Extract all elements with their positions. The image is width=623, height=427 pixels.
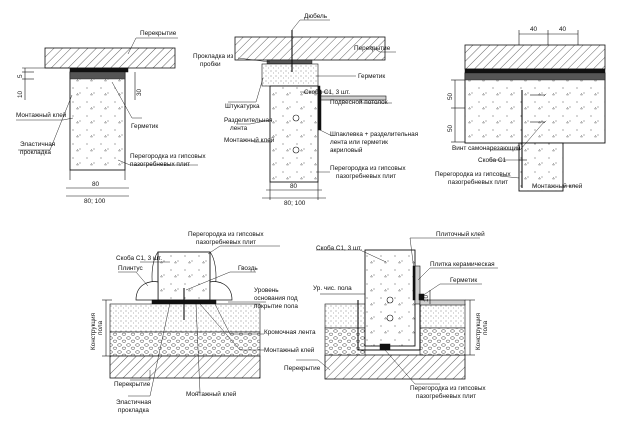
detail-1-label-peregorodka-1: Перегородка из гипсовых: [130, 153, 206, 160]
detail-4-label-uroven-3: покрытие пола: [254, 303, 298, 310]
detail-5-label-konstr-1: Конструкция: [475, 312, 482, 350]
detail-3-label-peregorodka-1: Перегородка из гипсовых: [435, 171, 511, 178]
detail-1-ceiling-junction: 5 10 30 80 80; 100 Перекрытие Герметик М…: [16, 30, 206, 205]
detail-2-label-perekrytie: Перекрытие: [354, 45, 391, 52]
detail-2-label-montazhny-klei: Монтажный клей: [224, 136, 275, 144]
detail-2-label-shpaklevka-3: акриловый: [330, 146, 363, 154]
detail-3-t-junction: 40 40 50 50 Винт самонарезающий Скоба С1…: [435, 26, 606, 192]
detail-1-label-germetik: Герметик: [131, 123, 158, 130]
detail-2-label-razdel-1: Разделительная: [224, 117, 273, 124]
detail-3-dim-50b: 50: [447, 124, 454, 132]
detail-5-floor-junction-tile: 10 Конструкция пола Ур. чис. пола Скоба …: [284, 230, 498, 400]
detail-5-tile-adhesive: [412, 265, 416, 301]
detail-4-label-kromochnaya: Кромочная лента: [264, 329, 316, 336]
detail-4-floor-slab: [109, 355, 261, 379]
detail-4-label-konstr-1: Конструкция: [90, 312, 97, 350]
detail-3-dim-50a: 50: [447, 92, 454, 100]
detail-1-dim-10: 10: [17, 90, 24, 98]
detail-1-label-elastichnaya-1: Эластичная: [20, 141, 56, 148]
detail-1-elastic-pad: [69, 71, 126, 80]
detail-5-label-plitochny: Плиточный клей: [436, 230, 485, 238]
detail-3-sealant: [464, 68, 606, 74]
detail-1-label-elastichnaya-2: прокладка: [20, 149, 51, 156]
detail-2-label-podvesnoy: Подвесной потолок: [330, 98, 388, 106]
detail-3-label-vint: Винт самонарезающий: [452, 144, 521, 152]
detail-1-sealant: [69, 67, 129, 73]
detail-2-label-germetik: Герметик: [358, 73, 385, 80]
detail-2-partition: [269, 85, 319, 183]
detail-4-floor-insulation: [109, 331, 261, 357]
detail-1-dim-30: 30: [136, 88, 143, 96]
detail-4-label-peregorodka-2: пазогребневых плит: [196, 238, 256, 246]
detail-1-dim-80: 80: [92, 181, 100, 188]
detail-4-label-montazhny-klei-bottom: Монтажный клей: [186, 390, 237, 398]
detail-1-label-perekrytie: Перекрытие: [140, 30, 177, 37]
detail-5-label-plitka: Плитка керамическая: [430, 261, 495, 268]
detail-5-label-ur-chis-pola: Ур. чис. пола: [313, 285, 352, 292]
detail-5-label-germetik: Герметик: [450, 277, 477, 284]
detail-5-label-peregorodka-1: Перегородка из гипсовых: [410, 385, 486, 392]
detail-4-label-perekrytie: Перекрытие: [114, 381, 151, 388]
detail-2-label-razdel-2: лента: [230, 125, 248, 132]
detail-4-label-skoba: Скоба С1, 3 шт.: [116, 254, 162, 262]
detail-2-label-shtukaturka: Штукатурка: [225, 103, 260, 110]
detail-4-skirting-left: [135, 281, 159, 301]
detail-2-label-shpaklevka-1: Шпаклевка + разделительная: [330, 131, 419, 138]
detail-2-label-shpaklevka-2: лента или герметик: [330, 139, 388, 146]
detail-3-label-peregorodka-2: пазогребневых плит: [448, 178, 508, 186]
detail-4-floor-junction-skirting: Конструкция пола Перегородка из гипсовых…: [90, 231, 316, 414]
detail-5-ceramic-tile-floor: [419, 299, 466, 306]
detail-4-label-montazhny-klei-mid: Монтажный клей: [264, 346, 315, 354]
detail-3-dim-40b: 40: [559, 26, 567, 33]
detail-2-bracket: [317, 89, 322, 131]
detail-1-dim-5: 5: [17, 74, 24, 78]
detail-2-label-prokladka-1: Прокладка из: [193, 53, 233, 60]
detail-5-floor-screed-right: [419, 303, 466, 329]
detail-5-floor-screed-left: [324, 303, 366, 329]
detail-2-suspended-ceiling-junction: 80 80; 100 Дюбель Перекрытие Прокладка и…: [193, 12, 419, 207]
detail-4-label-peregorodka-1: Перегородка из гипсовых: [188, 231, 264, 238]
detail-2-label-skoba: Скоба С1, 3 шт.: [304, 88, 350, 96]
detail-4-label-konstr-2: пола: [97, 320, 104, 335]
detail-5-floor-insulation-left: [324, 327, 366, 356]
detail-5-dim-10: 10: [423, 294, 430, 302]
detail-2-label-peregorodka-2: пазогребневых плит: [336, 172, 396, 180]
detail-4-skirting-right: [209, 281, 233, 301]
detail-4-label-gvozd: Гвоздь: [238, 265, 258, 272]
detail-4-label-elastichnaya-1: Эластичная: [116, 399, 152, 406]
detail-2-label-dyubel: Дюбель: [304, 12, 328, 20]
detail-3-dim-40a: 40: [530, 26, 538, 33]
detail-1-label-peregorodka-2: пазогребневых плит: [130, 160, 190, 168]
detail-1-label-montazhny-klei: Монтажный клей: [16, 111, 67, 119]
detail-1-dim-80-100: 80; 100: [84, 198, 106, 205]
detail-4-label-elastichnaya-2: прокладка: [118, 407, 149, 414]
detail-2-plaster: [261, 63, 319, 87]
detail-5-label-skoba: Скоба С1, 3 шт.: [316, 244, 362, 252]
detail-4-floor-screed: [109, 303, 261, 333]
detail-1-partition: [69, 71, 126, 171]
detail-3-label-skoba: Скоба С1: [478, 156, 506, 164]
detail-2-cork-pad: [266, 59, 313, 65]
detail-2-label-peregorodka-1: Перегородка из гипсовых: [330, 165, 406, 172]
detail-3-label-montazhny-klei: Монтажный клей: [532, 182, 583, 190]
detail-5-label-peregorodka-2: пазогребневых плит: [416, 392, 476, 400]
detail-1-ceiling-slab: [44, 47, 176, 69]
detail-4-label-plintus: Плинтус: [118, 265, 144, 272]
detail-3-partition-branch: [518, 142, 564, 192]
detail-4-label-uroven-2: основания под: [254, 295, 298, 302]
detail-5-floor-insulation-right: [419, 327, 466, 356]
detail-4-label-uroven-1: Уровень: [254, 287, 279, 294]
detail-2-label-prokladka-2: пробки: [200, 60, 221, 68]
detail-5-label-konstr-2: пола: [482, 320, 489, 335]
detail-5-label-perekrytie: Перекрытие: [284, 365, 321, 372]
detail-5-floor-slab: [324, 354, 466, 380]
detail-3-ceiling-slab: [464, 44, 606, 70]
detail-2-dim-80: 80: [290, 183, 298, 190]
detail-2-dim-80-100: 80; 100: [284, 200, 306, 207]
